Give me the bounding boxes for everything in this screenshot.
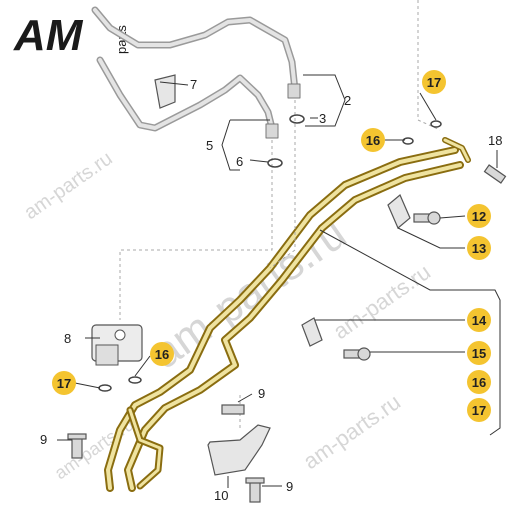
seal-rings [98, 114, 442, 392]
callout-5: 5 [206, 138, 213, 153]
badge-16-right-label: 16 [472, 375, 486, 390]
valve-block [91, 324, 143, 366]
badge-17-left-label: 17 [57, 376, 71, 391]
seal-16-top [402, 137, 414, 145]
seal-17-top [430, 120, 442, 128]
callout-labels: 2 3 5 6 7 8 9 9 9 10 18 [40, 77, 502, 503]
watermark-upper-left: am-parts.ru [20, 147, 116, 224]
badge-14: 14 [467, 308, 491, 332]
callout-10: 10 [214, 488, 228, 503]
callout-3: 3 [319, 111, 326, 126]
bolt-9-lower-left [67, 433, 87, 459]
watermark-lower-right: am-parts.ru [299, 389, 405, 474]
badge-17-top-label: 17 [427, 75, 441, 90]
seal-16-left [128, 376, 142, 384]
badge-17-top: 17 [422, 70, 446, 94]
gold-pipes [104, 137, 471, 492]
grey-pipes [91, 6, 301, 139]
logo-letters: AM [13, 11, 84, 60]
bolt-9-bottom [245, 477, 265, 503]
callout-6: 6 [236, 154, 243, 169]
watermark-right: am-parts.ru [329, 259, 435, 344]
badge-15-label: 15 [472, 346, 486, 361]
badge-13: 13 [467, 236, 491, 260]
badge-17-left: 17 [52, 371, 76, 395]
callout-8: 8 [64, 331, 71, 346]
seal-6 [267, 158, 283, 168]
seal-3 [289, 114, 305, 124]
dashed-reference-lines [119, 0, 441, 430]
leader-lines [57, 74, 501, 488]
callout-9-center: 9 [258, 386, 265, 401]
badge-13-label: 13 [472, 241, 486, 256]
badge-16-right: 16 [467, 370, 491, 394]
bolt-15 [343, 347, 371, 361]
badge-16-top-label: 16 [366, 133, 380, 148]
bolt-9-center [221, 404, 245, 415]
bolt-12 [413, 211, 441, 225]
bolts [67, 164, 507, 503]
bolt-18 [483, 164, 507, 184]
badge-16-left-label: 16 [155, 347, 169, 362]
am-parts-logo: AM parts [13, 11, 129, 60]
badge-16-left: 16 [150, 342, 174, 366]
callout-2: 2 [344, 93, 351, 108]
badge-15: 15 [467, 341, 491, 365]
badge-17-right-label: 17 [472, 403, 486, 418]
badge-14-label: 14 [472, 313, 487, 328]
badge-12-label: 12 [472, 209, 486, 224]
badge-12: 12 [467, 204, 491, 228]
badge-16-top: 16 [361, 128, 385, 152]
callout-9-lower-left: 9 [40, 432, 47, 447]
callout-badges: 17 16 12 13 14 15 16 17 [52, 70, 491, 422]
bracket [207, 424, 271, 476]
callout-7: 7 [190, 77, 197, 92]
clips [154, 74, 411, 347]
badge-17-right: 17 [467, 398, 491, 422]
seal-17-left [98, 384, 112, 392]
callout-9-bottom: 9 [286, 479, 293, 494]
callout-18: 18 [488, 133, 502, 148]
